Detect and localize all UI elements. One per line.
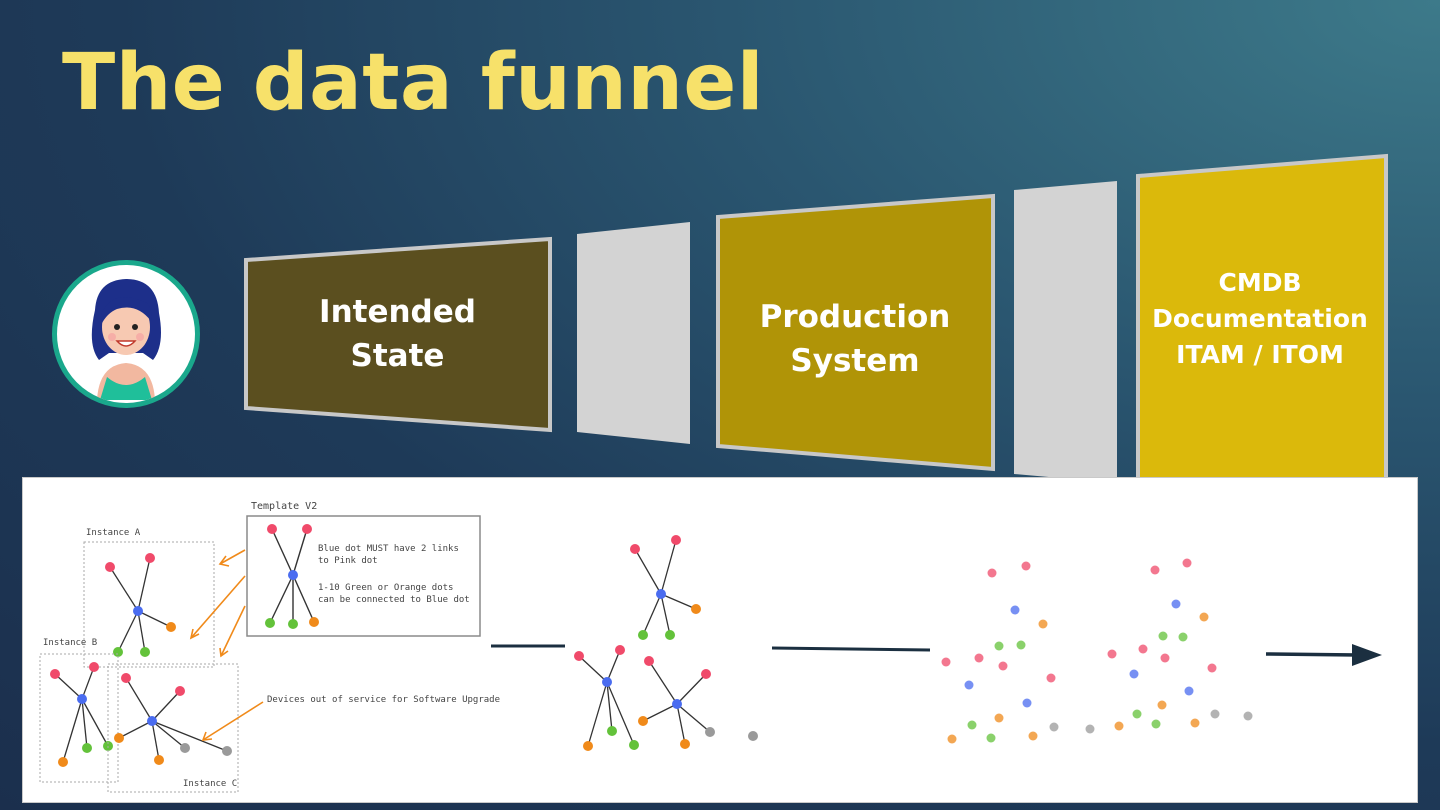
instance-c-label: Instance C: [183, 779, 237, 789]
instance-b-label: Instance B: [43, 638, 97, 648]
avatar: [52, 260, 200, 408]
stage-label-cmdb: CMDB Documentation ITAM / ITOM: [1145, 265, 1375, 373]
stage-2-line-1: Production: [759, 299, 951, 335]
diagram-panel: Template V2 Blue dot MUST have 2 links t…: [22, 477, 1418, 803]
stage-label-production-system: Production System: [740, 295, 970, 383]
template-orange-dot: [309, 617, 319, 627]
stage-3-line-3: ITAM / ITOM: [1176, 340, 1344, 369]
template-pink-dot: [302, 524, 312, 534]
connector-1: [577, 222, 690, 444]
stage-production-system: [716, 193, 995, 472]
flow-line-2: [771, 646, 931, 652]
stage-1-line-2: State: [350, 338, 445, 374]
network-diagram: Template V2 Blue dot MUST have 2 links t…: [39, 501, 1382, 793]
stage-1-line-1: Intended: [319, 294, 476, 330]
instance-c-box: [107, 663, 239, 793]
avatar-illustration: [91, 279, 161, 400]
connector-2: [1014, 181, 1117, 483]
rule-2b: can be connected to Blue dot: [318, 595, 470, 605]
template-label: Template V2: [251, 501, 317, 512]
stage-3-line-1: CMDB: [1218, 268, 1302, 297]
out-of-service-note: Devices out of service for Software Upgr…: [267, 695, 500, 705]
template-pink-dot: [267, 524, 277, 534]
template-green-dot: [265, 618, 275, 628]
rule-1b: to Pink dot: [318, 556, 378, 566]
instance-a-label: Instance A: [86, 528, 141, 538]
instance-b-box: [39, 653, 119, 783]
instance-a-box: [83, 541, 215, 668]
stage-label-intended-state: Intended State: [290, 290, 505, 378]
rule-1: Blue dot MUST have 2 links: [318, 544, 459, 554]
template-green-dot: [288, 619, 298, 629]
funnel-graphic: [244, 153, 1388, 511]
arrow-head-icon: [1352, 644, 1382, 666]
stage-intended-state: [244, 236, 552, 433]
stage-2-line-2: System: [790, 343, 920, 379]
stage-3-line-2: Documentation: [1152, 304, 1368, 333]
flow-arrow: [1265, 652, 1359, 657]
cmdb-scattered-dots: [941, 558, 1253, 744]
template-box: [246, 515, 481, 637]
template-blue-dot: [288, 570, 298, 580]
slide-title: The data funnel: [62, 38, 764, 128]
rule-2: 1-10 Green or Orange dots: [318, 583, 453, 593]
production-dots: [574, 535, 758, 751]
